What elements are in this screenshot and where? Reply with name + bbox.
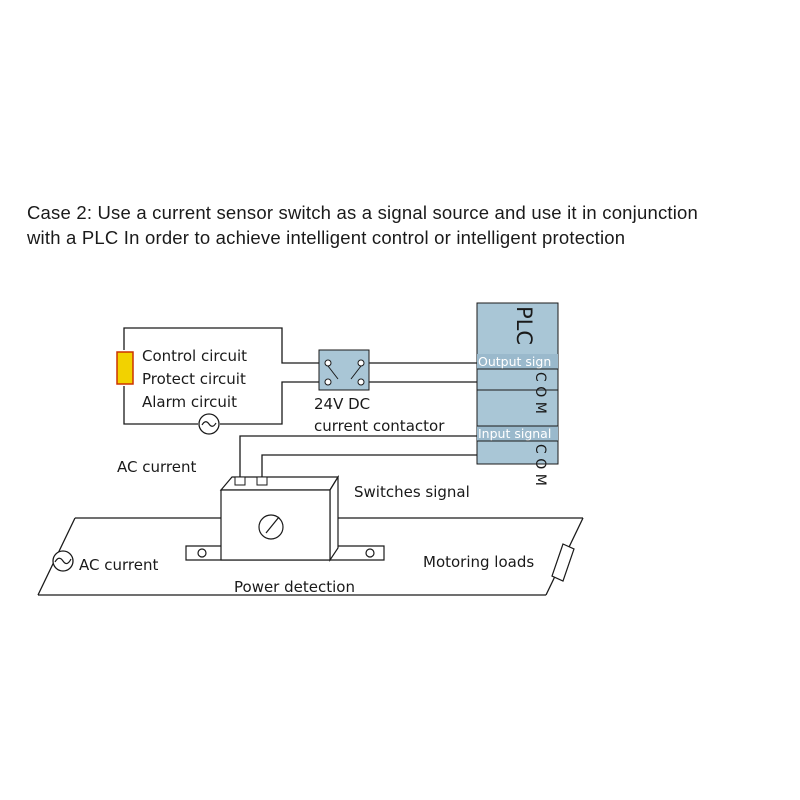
control-loop-right-wire (220, 381, 323, 425)
gauge-icon (258, 514, 284, 540)
plc-input-signal-label: Input signal (478, 426, 551, 441)
caption: Case 2: Use a current sensor switch as a… (27, 200, 787, 250)
ac-source-icon (198, 413, 220, 435)
plc-output-signal-label: Output sign (478, 354, 551, 369)
ac-current-source-icon (52, 550, 74, 572)
mounting-hole-right-icon (365, 548, 375, 558)
current-sensor-switch (185, 474, 385, 562)
control-loop-left-wire (123, 386, 198, 425)
label-protect-circuit: Protect circuit (142, 370, 246, 388)
label-control-circuit: Control circuit (142, 347, 247, 365)
label-contactor-name: current contactor (314, 417, 445, 435)
control-loop-top-wire (123, 327, 323, 364)
caption-line-2: with a PLC In order to achieve intellige… (27, 227, 626, 248)
motoring-load-resistor-icon (551, 543, 575, 582)
sensor-terminal-1-icon (234, 476, 246, 486)
plc-com-label-1: C O M (532, 372, 548, 414)
contactor-icon (318, 349, 370, 391)
plc-title: PLC (512, 306, 536, 345)
plc-block: PLC Output sign C O M Input signal C O M (476, 302, 559, 486)
label-power-detection: Power detection (234, 578, 355, 596)
label-switches-signal: Switches signal (354, 483, 470, 501)
label-alarm-circuit: Alarm circuit (142, 393, 237, 411)
label-ac-current-bottom: AC current (79, 556, 158, 574)
sensor-terminal-2-icon (256, 476, 268, 486)
label-ac-current-top: AC current (117, 458, 196, 476)
label-contactor-voltage: 24V DC (314, 395, 370, 413)
mounting-hole-left-icon (197, 548, 207, 558)
sensor-input-wire (239, 435, 479, 477)
indicator-element-icon (116, 351, 134, 385)
sensor-com-wire (261, 454, 479, 477)
label-motoring-loads: Motoring loads (423, 553, 534, 571)
caption-line-1: Case 2: Use a current sensor switch as a… (27, 202, 699, 223)
plc-com-label-2: C O M (532, 444, 548, 486)
